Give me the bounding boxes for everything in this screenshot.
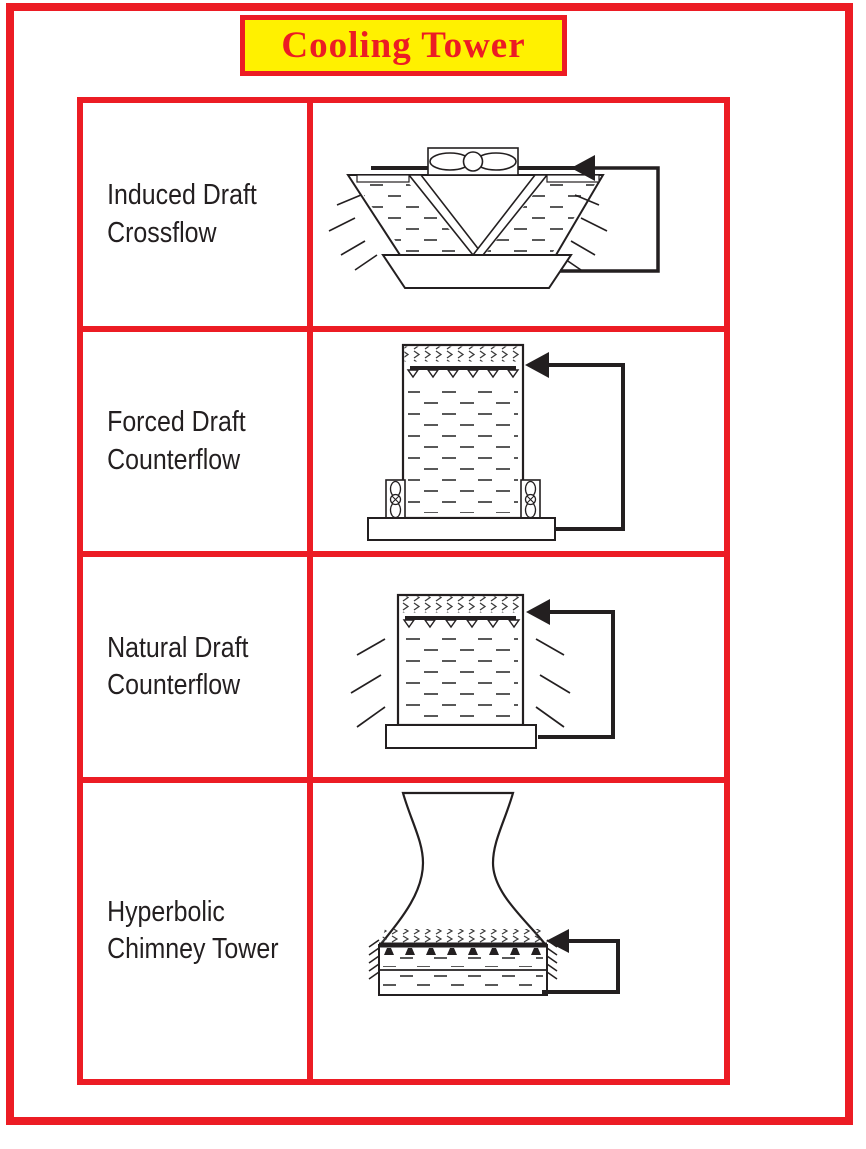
spray-nozzles [406, 369, 520, 379]
water-inlet-arrow-icon [525, 352, 549, 378]
diagram-cell-induced-draft-crossflow [313, 103, 724, 326]
left-fan-icon [385, 479, 406, 519]
row-label-text: Forced Draft Counterflow [107, 406, 246, 476]
cooling-tower-type-table: Induced Draft Crossflow [77, 97, 730, 1085]
row-label-natural-draft-counterflow: Natural Draft Counterflow [83, 557, 307, 777]
title-banner: Cooling Tower [240, 15, 567, 76]
water-inlet-arrow-icon [526, 599, 550, 625]
row-label-text: Natural Draft Counterflow [107, 631, 249, 701]
spray-nozzles [384, 948, 541, 955]
induced-draft-crossflow-diagram [328, 147, 660, 289]
right-fan-icon [520, 479, 541, 519]
row-label-induced-draft-crossflow: Induced Draft Crossflow [83, 103, 307, 326]
diagram-cell-forced-draft-counterflow [313, 332, 724, 551]
water-inlet-arrow-icon [571, 155, 595, 181]
water-inlet-arrow-icon [546, 929, 569, 953]
hyperbolic-chimney-tower-diagram [368, 791, 620, 996]
forced-draft-counterflow-diagram [367, 343, 625, 541]
spray-nozzles [402, 619, 521, 629]
diagram-cell-hyperbolic-chimney-tower [313, 783, 724, 1079]
row-label-text: Hyperbolic Chimney Tower [107, 895, 279, 965]
row-label-text: Induced Draft Crossflow [107, 179, 257, 249]
outer-red-frame [6, 3, 853, 1125]
page-title: Cooling Tower [281, 25, 526, 66]
natural-draft-counterflow-diagram [350, 593, 615, 749]
row-label-hyperbolic-chimney-tower: Hyperbolic Chimney Tower [83, 783, 307, 1079]
row-label-forced-draft-counterflow: Forced Draft Counterflow [83, 332, 307, 551]
ground-hatch-left [368, 939, 380, 980]
diagram-cell-natural-draft-counterflow [313, 557, 724, 777]
